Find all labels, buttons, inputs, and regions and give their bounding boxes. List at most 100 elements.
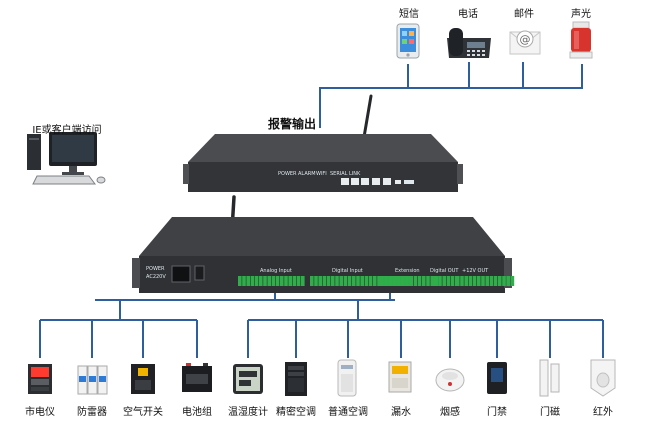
terminal-pin bbox=[401, 276, 405, 286]
terminal-pin bbox=[310, 276, 314, 286]
svg-text:POWER: POWER bbox=[278, 171, 297, 177]
terminal-pin bbox=[250, 276, 255, 286]
terminal-pin bbox=[409, 276, 413, 286]
terminal-pin bbox=[384, 276, 388, 286]
network-ports bbox=[341, 178, 414, 185]
output-label-email: 邮件 bbox=[514, 9, 534, 20]
terminal-pin bbox=[510, 276, 515, 286]
terminal-pin bbox=[438, 276, 442, 286]
terminal-pin bbox=[275, 276, 280, 286]
sensor-label-smoke: 烟感 bbox=[440, 407, 460, 418]
terminal-pin bbox=[489, 276, 494, 286]
terminal-pin bbox=[405, 276, 409, 286]
terminal-pin bbox=[335, 276, 339, 286]
terminal-pin bbox=[392, 276, 397, 286]
svg-text:@: @ bbox=[520, 33, 531, 46]
terminal-pin bbox=[417, 276, 422, 286]
terminal-pin bbox=[456, 276, 460, 286]
sensor-label-infrared: 红外 bbox=[593, 407, 613, 418]
terminal-pin bbox=[450, 276, 455, 286]
out12v-label: +12V OUT bbox=[462, 268, 489, 274]
output-label-sms: 短信 bbox=[399, 9, 419, 20]
output-label-alarm-light: 声光 bbox=[571, 9, 591, 20]
svg-text:WIFI: WIFI bbox=[316, 171, 327, 177]
air-conditioner-icon bbox=[337, 359, 357, 397]
alarm-output-device: POWER ALARM WIFI SERIAL LINK bbox=[183, 94, 463, 192]
bottom-connector-lines bbox=[39, 283, 604, 358]
terminal-pin bbox=[502, 276, 506, 286]
door-contact-icon bbox=[539, 359, 560, 397]
terminal-pin bbox=[314, 276, 318, 286]
terminal-pin bbox=[263, 276, 267, 286]
terminal-pin bbox=[498, 276, 502, 286]
terminal-pin bbox=[472, 276, 477, 286]
sensor-label-air-conditioner: 普通空调 bbox=[328, 407, 368, 418]
terminal-pin bbox=[360, 276, 364, 286]
terminal-pin bbox=[460, 276, 464, 286]
terminal-pin bbox=[377, 276, 381, 286]
sensor-label-surge-protector: 防雷器 bbox=[77, 407, 107, 418]
terminal-pin bbox=[284, 276, 288, 286]
top-device-led-row: POWER ALARM WIFI SERIAL LINK bbox=[278, 171, 361, 177]
water-leak-sensor-icon bbox=[388, 361, 412, 393]
email-icon: @ bbox=[509, 30, 541, 55]
access-control-icon bbox=[487, 362, 507, 394]
sensor-label-precision-ac: 精密空调 bbox=[276, 407, 316, 418]
alarm-output-label: 报警输出 bbox=[267, 117, 316, 131]
terminal-pin bbox=[388, 276, 392, 286]
ac-panel-label: AC220V bbox=[146, 274, 166, 280]
terminal-pin bbox=[481, 276, 485, 286]
terminal-pin bbox=[430, 276, 434, 286]
extension-label: Extension bbox=[395, 268, 420, 274]
terminal-pin bbox=[364, 276, 369, 286]
svg-text:ALARM: ALARM bbox=[298, 171, 316, 177]
sensor-label-circuit-breaker: 空气开关 bbox=[123, 407, 163, 418]
terminal-pin bbox=[446, 276, 451, 286]
terminal-pin bbox=[352, 276, 356, 286]
terminal-pin bbox=[326, 276, 331, 286]
terminal-pin bbox=[339, 276, 343, 286]
sensor-label-access-control: 门禁 bbox=[487, 407, 507, 418]
terminal-pin bbox=[259, 276, 263, 286]
terminal-pin bbox=[347, 276, 352, 286]
terminal-pin bbox=[267, 276, 271, 286]
terminal-pin bbox=[356, 276, 360, 286]
terminal-pin bbox=[442, 276, 446, 286]
digital-input-label: Digital Input bbox=[332, 268, 363, 274]
terminal-pin bbox=[288, 276, 292, 286]
circuit-breaker-icon bbox=[131, 364, 155, 394]
sensor-label-water-leak: 漏水 bbox=[391, 407, 411, 418]
terminal-pin bbox=[246, 276, 250, 286]
smartphone-icon bbox=[396, 23, 420, 59]
sensor-label-power-meter: 市电仪 bbox=[25, 407, 55, 418]
terminal-pin bbox=[422, 276, 426, 286]
terminal-pin bbox=[292, 276, 297, 286]
terminal-pin bbox=[493, 276, 498, 286]
infrared-sensor-icon bbox=[590, 359, 616, 397]
alarm-light-icon bbox=[569, 21, 593, 59]
terminal-pin bbox=[322, 276, 327, 286]
terminal-pin bbox=[468, 276, 473, 286]
surge-protector-icon bbox=[77, 365, 108, 395]
terminal-pin bbox=[368, 276, 373, 286]
digital-out-label: Digital OUT bbox=[430, 268, 459, 274]
terminal-pin bbox=[396, 276, 401, 286]
terminal-pin bbox=[426, 276, 430, 286]
output-label-phone: 电话 bbox=[458, 9, 478, 20]
sensor-label-door-contact: 门磁 bbox=[540, 407, 560, 418]
svg-text:LINK: LINK bbox=[349, 171, 361, 177]
sensor-label-thermo-hygrometer: 温湿度计 bbox=[228, 407, 268, 418]
terminal-pin bbox=[238, 276, 242, 286]
svg-text:SERIAL: SERIAL bbox=[330, 171, 348, 177]
terminal-pin bbox=[343, 276, 348, 286]
terminal-pin bbox=[318, 276, 322, 286]
terminal-pin bbox=[506, 276, 510, 286]
terminal-pin bbox=[477, 276, 481, 286]
terminal-pin bbox=[485, 276, 489, 286]
terminal-pin bbox=[301, 276, 305, 286]
terminal-pin bbox=[413, 276, 418, 286]
precision-ac-icon bbox=[285, 362, 307, 396]
terminal-pin bbox=[242, 276, 246, 286]
